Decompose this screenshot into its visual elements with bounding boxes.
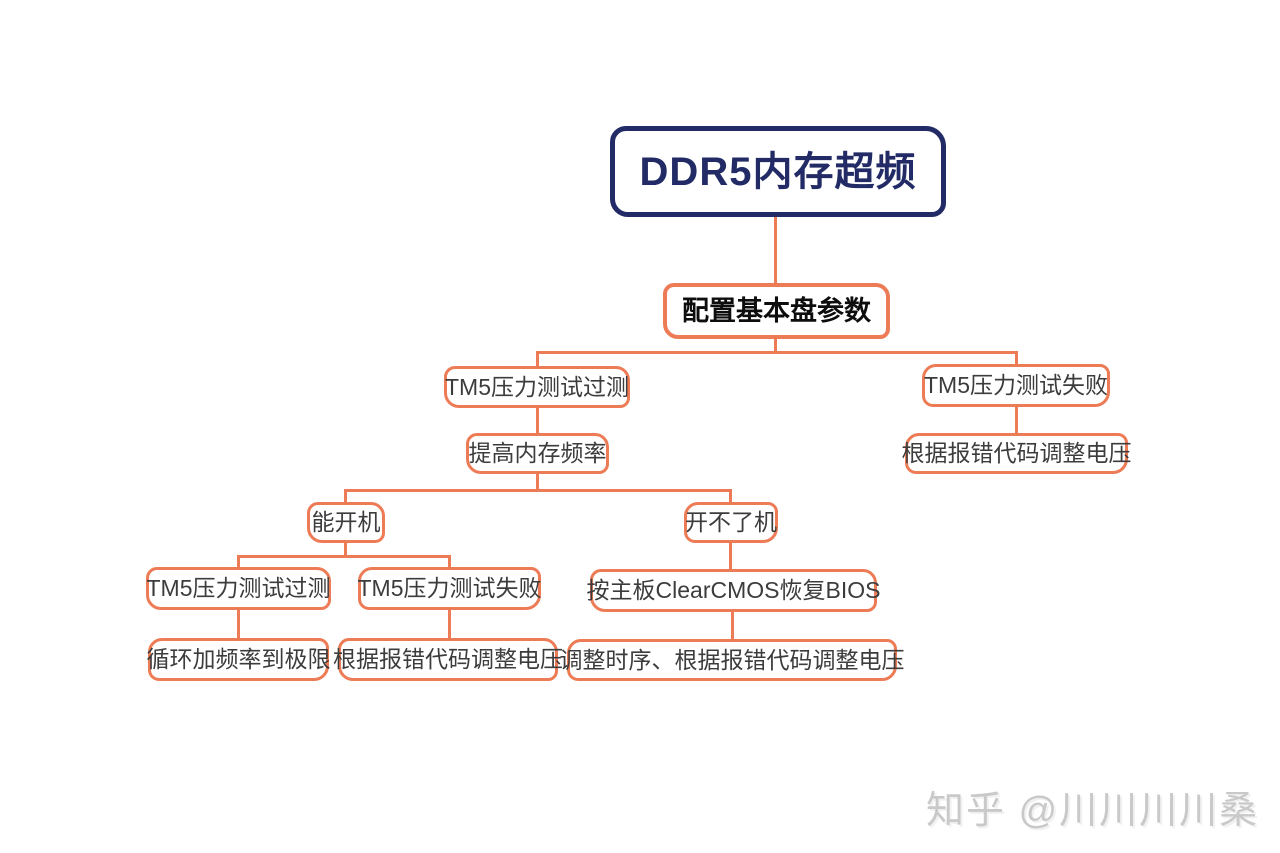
node-tm5-pass-l3: TM5压力测试过测 xyxy=(444,366,630,408)
node-config-params: 配置基本盘参数 xyxy=(663,283,890,339)
node-clear-cmos: 按主板ClearCMOS恢复BIOS xyxy=(587,569,880,612)
connector-root-config xyxy=(774,216,777,285)
connector-to-tm5-pass-l3 xyxy=(536,351,539,369)
node-tm5-fail-l3: TM5压力测试失败 xyxy=(922,364,1110,407)
node-root: DDR5内存超频 xyxy=(610,126,946,217)
node-loop-frequency: 循环加频率到极限 xyxy=(147,638,331,681)
node-cannot-boot: 开不了机 xyxy=(684,502,778,543)
connector-fail-voltage-mid xyxy=(448,609,451,639)
connector-pass-loopfreq xyxy=(237,609,240,639)
connector-canboot-stub xyxy=(344,542,347,558)
connector-cannotboot-cmos xyxy=(729,542,732,570)
connector-raisefreq-stub xyxy=(536,473,539,492)
connector-config-branch xyxy=(536,351,1018,354)
node-can-boot: 能开机 xyxy=(307,502,385,543)
connector-config-stub xyxy=(774,338,777,354)
connector-to-tm5-fail-l5 xyxy=(448,555,451,568)
connector-cmos-timing xyxy=(731,611,734,640)
connector-pass-raisefreq xyxy=(536,407,539,435)
connector-to-tm5-pass-l5 xyxy=(237,555,240,568)
node-adjust-voltage-right: 根据报错代码调整电压 xyxy=(902,433,1132,474)
node-adjust-timing: 调整时序、根据报错代码调整电压 xyxy=(560,639,905,681)
node-tm5-pass-l5: TM5压力测试过测 xyxy=(146,567,331,610)
connector-to-tm5-fail-l3 xyxy=(1015,351,1018,366)
connector-canboot-branch xyxy=(237,555,450,558)
connector-to-cannotboot xyxy=(729,489,732,503)
connector-raisefreq-branch xyxy=(344,489,731,492)
connector-to-canboot xyxy=(344,489,347,503)
node-adjust-voltage-mid: 根据报错代码调整电压 xyxy=(333,638,563,681)
node-raise-frequency: 提高内存频率 xyxy=(466,433,609,474)
zhihu-watermark: 知乎 @川川川川桑 xyxy=(926,790,1260,832)
node-tm5-fail-l5: TM5压力测试失败 xyxy=(358,567,542,610)
connector-fail-voltage xyxy=(1015,406,1018,435)
